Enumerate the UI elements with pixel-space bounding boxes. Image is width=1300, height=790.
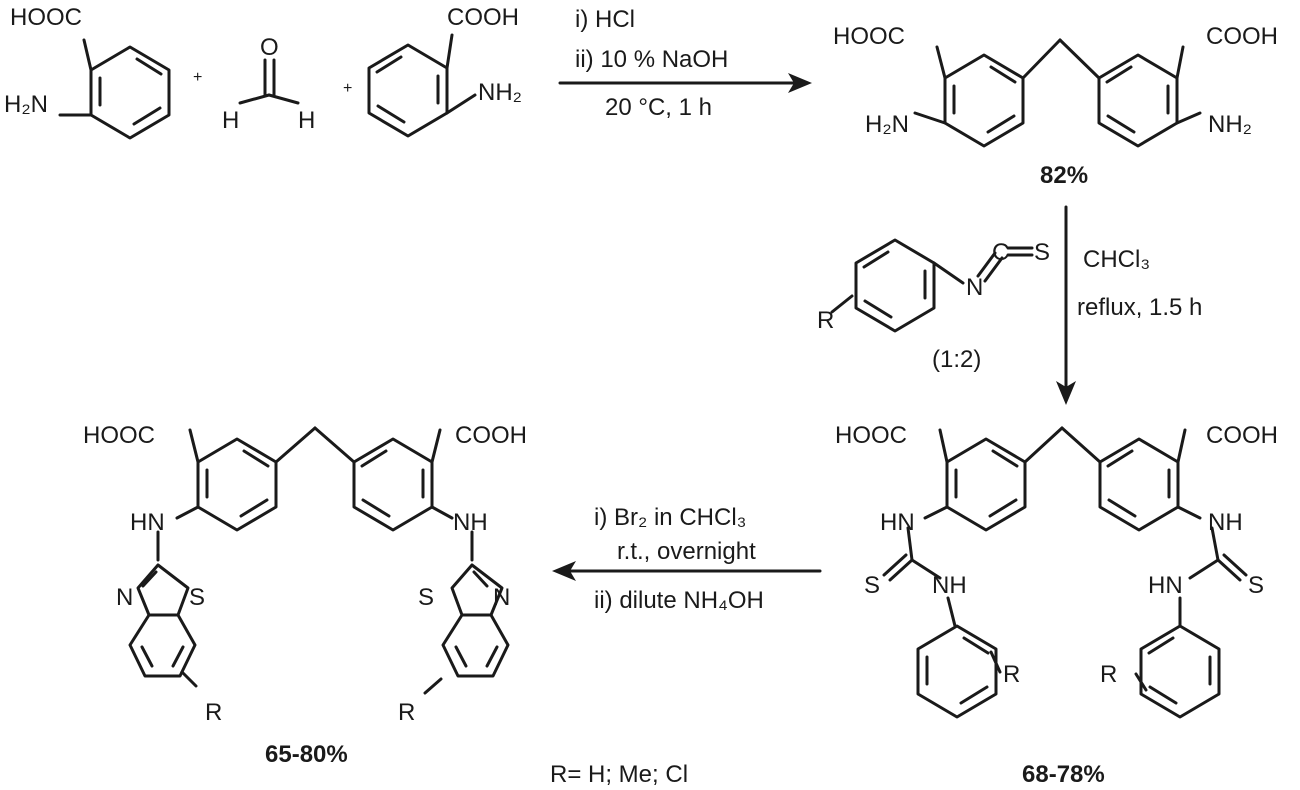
int1-amine-right: NH₂ (1208, 111, 1252, 138)
prod-s-left: S (189, 584, 205, 611)
prod-acid-right: COOH (455, 422, 527, 449)
intermediate-1-structure (913, 38, 1202, 148)
hydrogen-right-label: H (298, 107, 315, 134)
int1-acid-left: HOOC (833, 23, 905, 50)
int1-amine-left: H₂N (865, 111, 909, 138)
int2-acid-left: HOOC (835, 422, 907, 449)
prod-r-right: R (398, 699, 415, 726)
isothiocyanate-reagent: N C S R (817, 238, 1050, 334)
reactant-anthranilic-acid-left: HOOC H₂N (4, 4, 171, 140)
int2-nh-right: NH (1208, 509, 1243, 536)
step1-reagent-1: i) HCl (575, 6, 635, 33)
step2-ratio: (1:2) (932, 346, 981, 373)
step3-reagent-2: ii) dilute NH₄OH (594, 587, 764, 614)
step3-arrow (552, 561, 822, 581)
prod-acid-left: HOOC (83, 422, 155, 449)
prod-yield: 65-80% (265, 741, 348, 768)
product-structure (128, 426, 510, 695)
amine-label: NH₂ (478, 79, 522, 106)
prod-nh-left: HN (130, 509, 165, 536)
step3-conditions: r.t., overnight (617, 538, 756, 565)
prod-nh-right: NH (453, 509, 488, 536)
step3-reagent-1: i) Br₂ in CHCl₃ (594, 504, 746, 531)
prod-n-right: N (493, 584, 510, 611)
iso-n-label: N (966, 274, 983, 301)
intermediate-2-structure (882, 426, 1248, 719)
acid-label: HOOC (10, 4, 82, 31)
substituent-legend: R= H; Me; Cl (550, 761, 688, 788)
int2-nh-left: HN (880, 509, 915, 536)
int2-thiourea-nh-right: HN (1148, 572, 1183, 599)
step2-arrow (1056, 205, 1076, 405)
int1-acid-right: COOH (1206, 23, 1278, 50)
int2-s-right: S (1248, 572, 1264, 599)
reactant-formaldehyde: O H H (222, 34, 315, 134)
iso-s-label: S (1034, 239, 1050, 266)
step1-reagent-2: ii) 10 % NaOH (575, 46, 728, 73)
step1-conditions: 20 °C, 1 h (605, 94, 712, 121)
prod-n-left: N (116, 584, 133, 611)
plus-sign-2: + (343, 80, 352, 97)
iso-r-label: R (817, 307, 834, 334)
int2-yield: 68-78% (1022, 761, 1105, 788)
iso-c-label: C (992, 239, 1009, 266)
hydrogen-left-label: H (222, 107, 239, 134)
step1-arrow (558, 73, 812, 93)
reactant-anthranilic-acid-right: COOH NH₂ (367, 4, 522, 138)
plus-sign-1: + (193, 69, 202, 86)
prod-r-left: R (205, 699, 222, 726)
acid-label: COOH (447, 4, 519, 31)
prod-s-right: S (418, 584, 434, 611)
amine-label: H₂N (4, 91, 48, 118)
int2-s-left: S (864, 572, 880, 599)
int2-r-right: R (1100, 661, 1117, 688)
step2-conditions: reflux, 1.5 h (1077, 294, 1202, 321)
int2-thiourea-nh-left: NH (932, 572, 967, 599)
step2-solvent: CHCl₃ (1083, 246, 1150, 273)
int2-r-left: R (1003, 661, 1020, 688)
oxygen-label: O (260, 34, 279, 61)
int1-yield: 82% (1040, 162, 1088, 189)
int2-acid-right: COOH (1206, 422, 1278, 449)
